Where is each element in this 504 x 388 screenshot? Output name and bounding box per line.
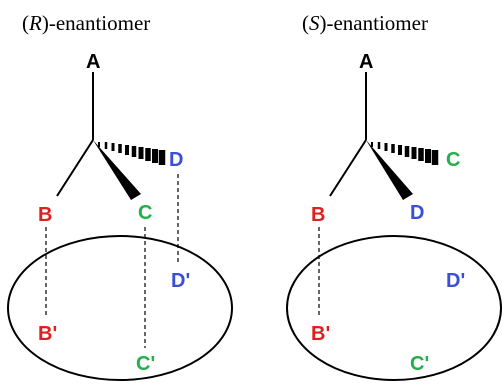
s-atom-a: A (359, 51, 373, 73)
s-site-c: C' (410, 353, 429, 375)
s-site-d: D' (446, 270, 465, 292)
s-wedge-bond-d (366, 140, 413, 200)
r-atom-d: D (169, 149, 183, 171)
s-atom-b: B (311, 204, 325, 226)
s-title: (S)-enantiomer (302, 11, 428, 35)
r-hashed-bond-d (98, 142, 166, 165)
r-receptor-site-ellipse (7, 235, 233, 381)
r-bond-b (56, 139, 94, 197)
s-enantiomer-panel: (S)-enantiomer A B C D B' C' D' (286, 11, 502, 381)
r-atom-c: C (138, 202, 152, 224)
s-atom-d: D (410, 202, 424, 224)
r-site-b: B' (38, 323, 57, 345)
r-title: (R)-enantiomer (22, 11, 150, 35)
r-site-c: C' (136, 353, 155, 375)
r-atom-b: B (38, 204, 52, 226)
s-atom-c: C (446, 149, 460, 171)
r-wedge-bond-c (93, 140, 141, 200)
s-hashed-bond-c (371, 142, 439, 165)
s-site-b: B' (311, 323, 330, 345)
r-enantiomer-panel: (R)-enantiomer A B C D B' C' (7, 11, 233, 381)
s-bond-b (329, 139, 367, 197)
r-atom-a: A (86, 51, 100, 73)
s-receptor-site-ellipse (286, 235, 502, 381)
r-site-d: D' (171, 270, 190, 292)
